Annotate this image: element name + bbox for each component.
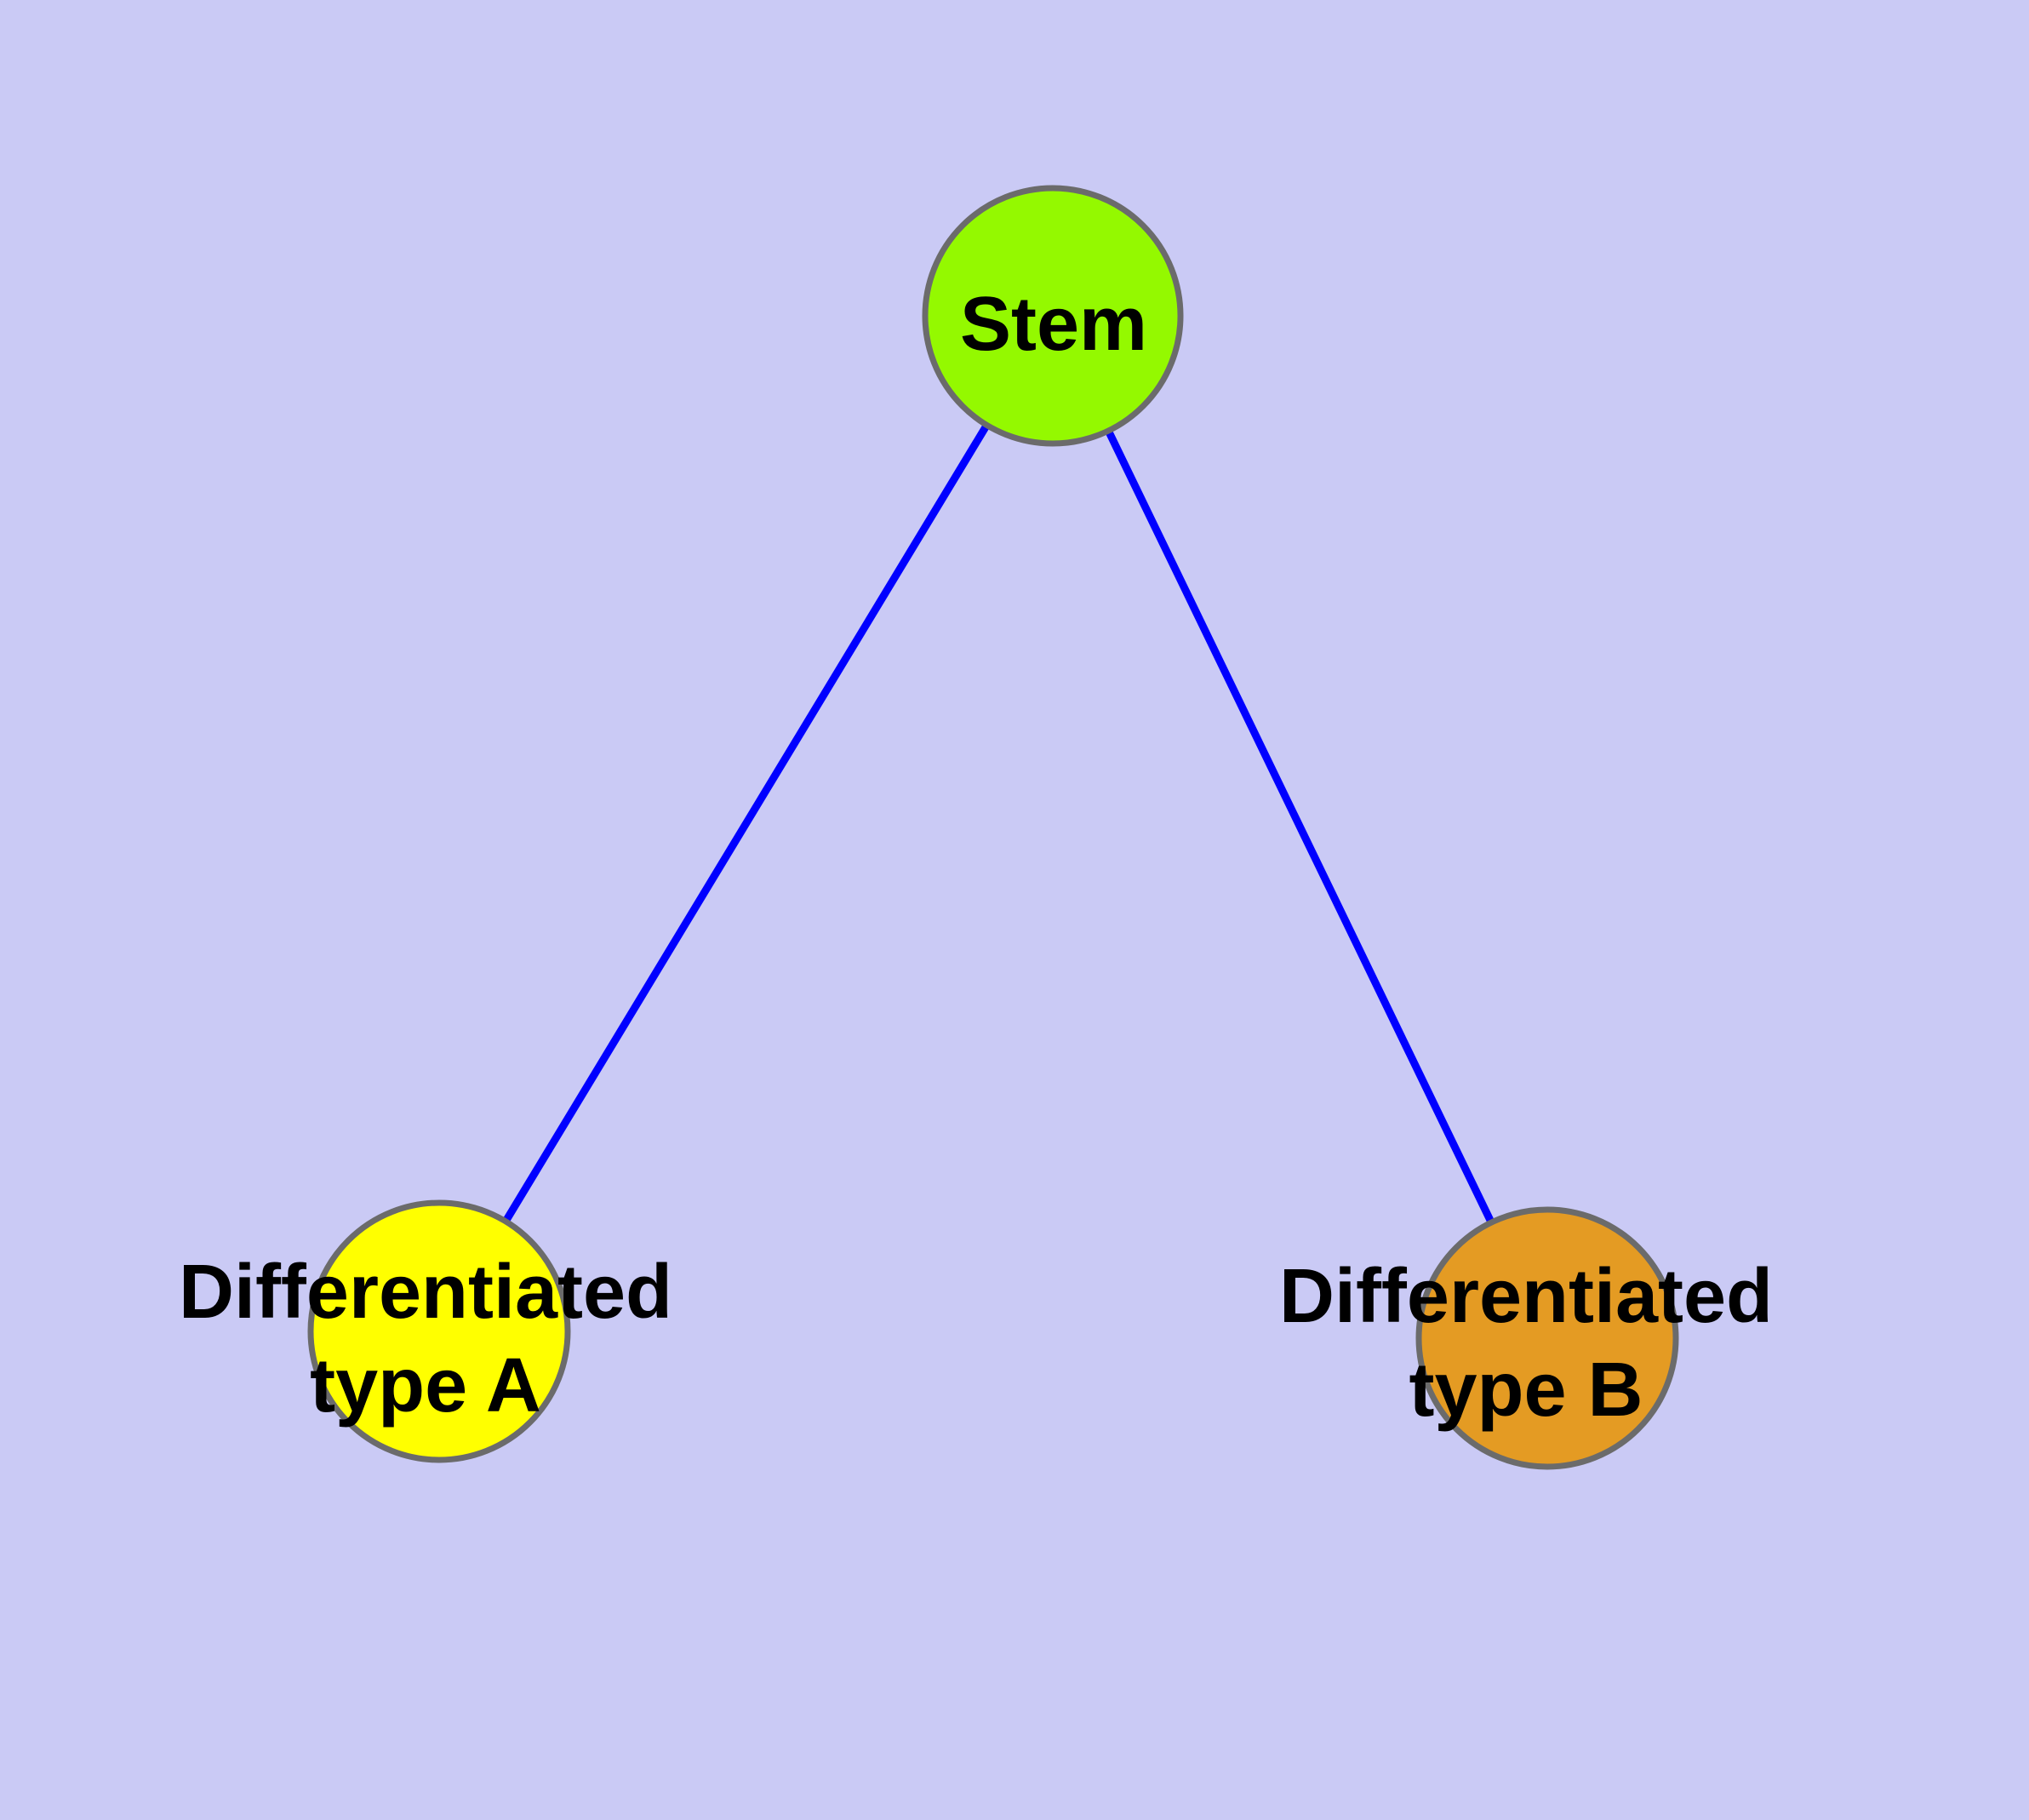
edge-layer (436, 313, 1552, 1340)
node-type-a-label-line2: type A (310, 1343, 541, 1428)
node-type-b-label-line2: type B (1409, 1348, 1643, 1433)
edge-stem-to-type-b (1049, 314, 1552, 1340)
node-type-b-label-line1: Differentiated (1279, 1254, 1773, 1339)
node-type-a-circle (307, 1199, 571, 1463)
node-type-a-label-line1: Differentiated (179, 1250, 672, 1335)
edge-stem-to-type-a (436, 313, 1056, 1334)
node-layer (307, 185, 1679, 1470)
node-stem-circle (922, 185, 1184, 447)
node-stem-label: Stem (960, 282, 1147, 367)
node-type-b-circle (1415, 1206, 1679, 1470)
label-layer: Stem Differentiated type A Differentiate… (179, 282, 1773, 1433)
